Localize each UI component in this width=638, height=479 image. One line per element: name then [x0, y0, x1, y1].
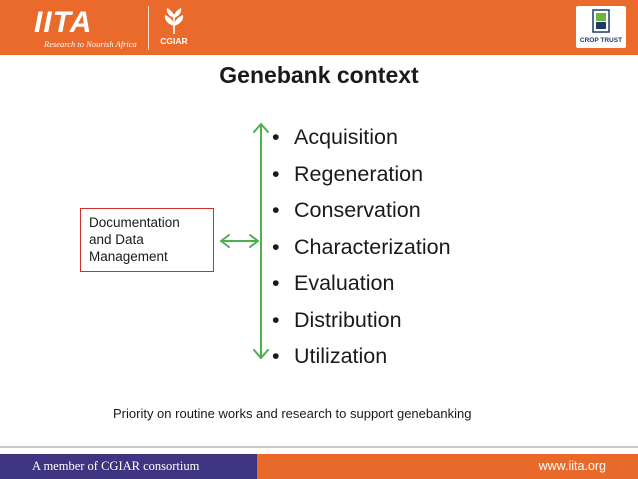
- footer-left-text: A member of CGIAR consortium: [32, 459, 200, 473]
- bullet-label: Acquisition: [294, 125, 398, 149]
- slide-title: Genebank context: [219, 62, 419, 88]
- bullet-label: Evaluation: [294, 271, 395, 295]
- croptrust-logo-text: CROP TRUST: [579, 37, 623, 44]
- cgiar-logo: CGIAR: [152, 6, 196, 52]
- croptrust-logo: CROP TRUST: [576, 6, 626, 48]
- header-bar: IITA Research to Nourish Africa CGIAR CR…: [0, 0, 638, 55]
- footer-divider: [0, 446, 638, 448]
- footer-url-link[interactable]: www.iita.org: [538, 459, 606, 473]
- horizontal-arrow-left-head: [220, 234, 230, 248]
- logo-divider: [148, 6, 149, 50]
- bullet-item: • Acquisition: [272, 124, 451, 161]
- bullet-dot: •: [272, 125, 280, 149]
- horizontal-arrow-right-head: [249, 234, 259, 248]
- bullet-label: Utilization: [294, 344, 388, 368]
- footer-bar: A member of CGIAR consortium www.iita.or…: [0, 454, 638, 479]
- bullet-item: • Regeneration: [272, 161, 451, 198]
- bullet-label: Conservation: [294, 198, 421, 222]
- bullet-dot: •: [272, 307, 280, 332]
- bullet-label: Characterization: [294, 234, 451, 259]
- iita-tagline: Research to Nourish Africa: [44, 39, 137, 49]
- vertical-arrow-top-head: [253, 123, 269, 133]
- bullet-item: • Characterization: [272, 234, 451, 271]
- bullet-dot: •: [272, 234, 280, 259]
- bullet-label: Regeneration: [294, 161, 424, 186]
- iita-logo: IITA Research to Nourish Africa: [34, 8, 146, 50]
- bullet-item: • Utilization: [272, 343, 451, 380]
- cgiar-logo-text: CGIAR: [160, 36, 188, 46]
- bullet-dot: •: [272, 198, 280, 222]
- bullet-dot: •: [272, 271, 280, 295]
- bullet-item: • Conservation: [272, 197, 451, 234]
- bullet-label: Distribution: [294, 307, 402, 332]
- footnote-text: Priority on routine works and research t…: [113, 406, 472, 421]
- bullet-item: • Evaluation: [272, 270, 451, 307]
- documentation-box: Documentation and Data Management: [80, 208, 214, 272]
- iita-logo-text: IITA: [34, 6, 93, 39]
- croptrust-emblem-icon: [592, 9, 610, 33]
- bullet-dot: •: [272, 161, 280, 186]
- bullet-item: • Distribution: [272, 307, 451, 344]
- vertical-arrow-bottom-head: [253, 349, 269, 359]
- cgiar-leaf-icon: [164, 8, 184, 34]
- bullet-list: • Acquisition • Regeneration • Conservation • C…: [272, 124, 451, 380]
- bullet-dot: •: [272, 344, 280, 368]
